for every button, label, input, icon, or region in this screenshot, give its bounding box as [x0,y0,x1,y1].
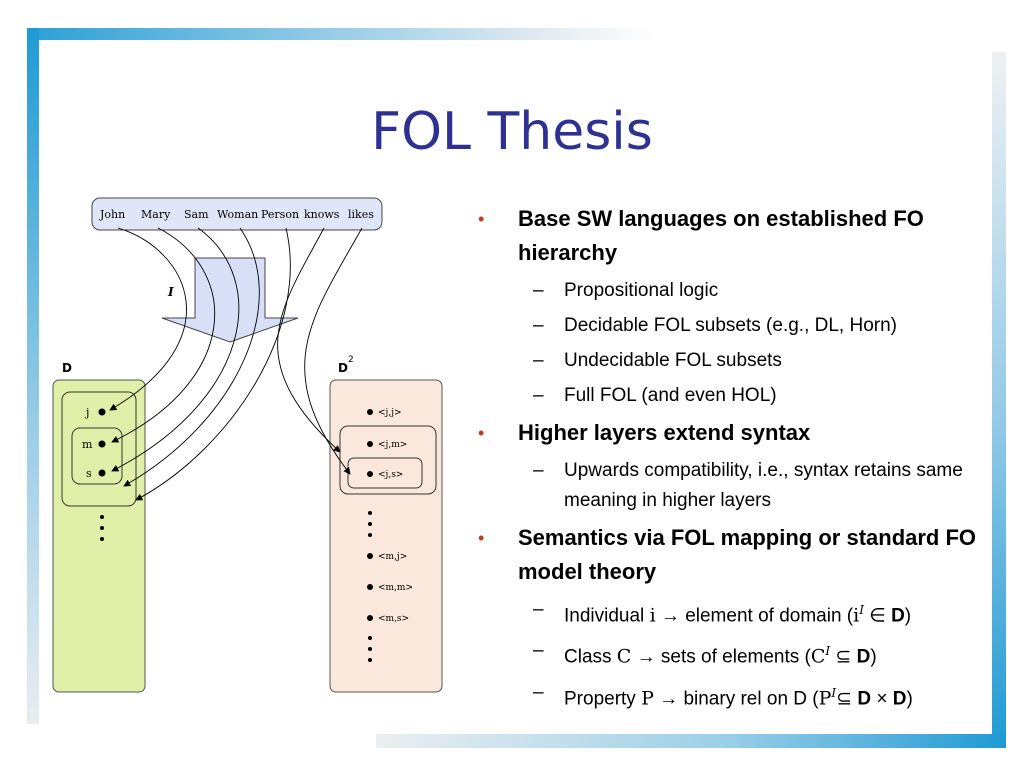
element-m: m [82,438,93,451]
vocab-person: Person [261,208,299,221]
interpretation-arrow [161,257,299,343]
frame-bottom-bar [376,734,1006,748]
vocab-mary: Mary [141,208,171,221]
sub-bullet-1-1: –Propositional logic [533,280,719,301]
domain-label: D [62,361,72,375]
pair-jj: <j,j> [378,408,402,418]
sub-bullet-2-1: –Upwards compatibility, i.e., syntax ret… [533,460,963,511]
vocab-woman: Woman [217,208,258,221]
person-set-box [61,391,137,507]
domain-box [52,379,146,693]
pair-ms: <m,s> [378,614,409,624]
interpretation-diagram: John Mary Sam Woman Person knows likes I… [40,190,460,710]
diagram-svg: John Mary Sam Woman Person knows likes I… [52,197,443,693]
woman-set-box [71,427,123,485]
slide-title: FOL Thesis [371,102,653,162]
domain2-superscript: 2 [348,355,354,365]
sub-bullet-1-2: –Decidable FOL subsets (e.g., DL, Horn) [533,315,897,336]
sub-bullet-1-3: –Undecidable FOL subsets [533,350,782,371]
mapping-curves [109,227,363,501]
sub-bullet-3-1: –Individual i → element of domain (iI ∈ … [533,599,912,627]
bullet-list: •Base SW languages on established FO hie… [478,202,988,719]
frame-top-bar [27,28,657,40]
bullet-2: •Higher layers extend syntax [478,420,811,445]
bullet-2-text: Higher layers extend syntax [518,420,811,445]
sub-bullet-3-3: –Property P → binary rel on D (PI⊆ D × D… [533,681,913,709]
vocab-likes: likes [348,208,374,221]
pair-mj: <m,j> [378,552,407,562]
vocab-john: John [99,208,125,221]
bullet-1: •Base SW languages on established FO hie… [478,206,924,265]
bullet-3-text: Semantics via FOL mapping or standard FO… [518,525,977,584]
pair-js: <j,s> [378,470,403,480]
element-j: j [84,406,89,419]
domain2-label: D [338,361,348,375]
element-s: s [86,467,92,480]
frame-right-bar [992,52,1006,748]
vocabulary-box [91,197,383,231]
sub-bullet-3-2: –Class C → sets of elements (CI ⊆ D) [533,640,877,668]
sub-bullet-1-4: –Full FOL (and even HOL) [533,385,777,406]
interpretation-label: I [167,285,174,299]
pair-jm: <j,m> [378,440,407,450]
vocab-sam: Sam [184,208,209,221]
frame-left-bar [27,28,39,724]
bullet-1-text: Base SW languages on established FO hier… [518,206,924,265]
pair-domain-box [329,379,443,693]
vocab-knows: knows [304,208,340,221]
bullet-3: •Semantics via FOL mapping or standard F… [478,525,977,584]
pair-mm: <m,m> [378,583,413,593]
